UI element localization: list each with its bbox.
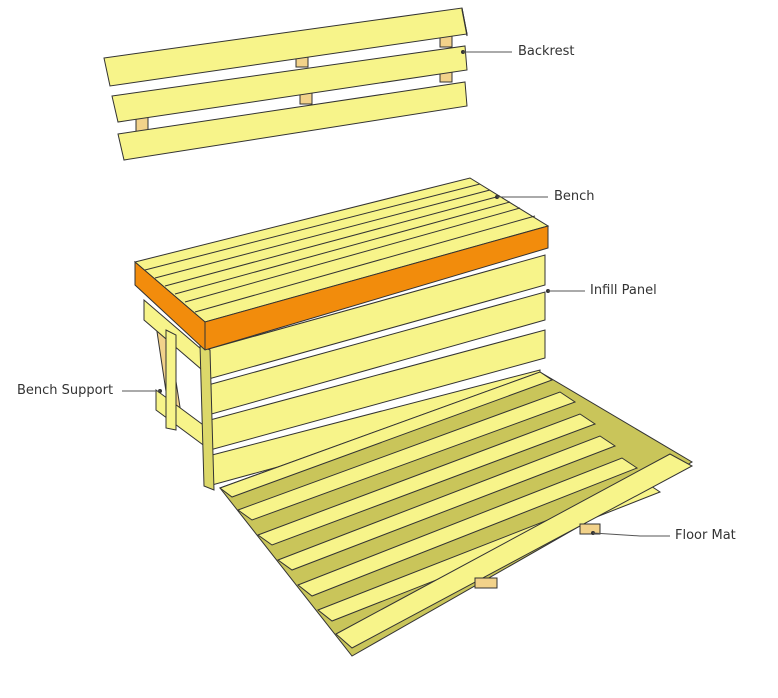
label-backrest: Backrest [518,44,575,59]
backrest [103,7,468,161]
backrest-slat [117,81,468,161]
bench [133,177,550,351]
leader-lines [122,50,670,537]
bench-support [143,298,211,451]
label-infill-panel: Infill Panel [590,283,657,298]
label-bench: Bench [554,189,595,204]
label-bench-support: Bench Support [17,383,114,398]
backrest-slat [111,45,468,123]
floor-batten [579,523,601,535]
infill-panel [199,254,546,491]
floor-batten [474,577,498,589]
label-floor-mat: Floor Mat [675,528,736,543]
floor-mat [218,371,694,657]
